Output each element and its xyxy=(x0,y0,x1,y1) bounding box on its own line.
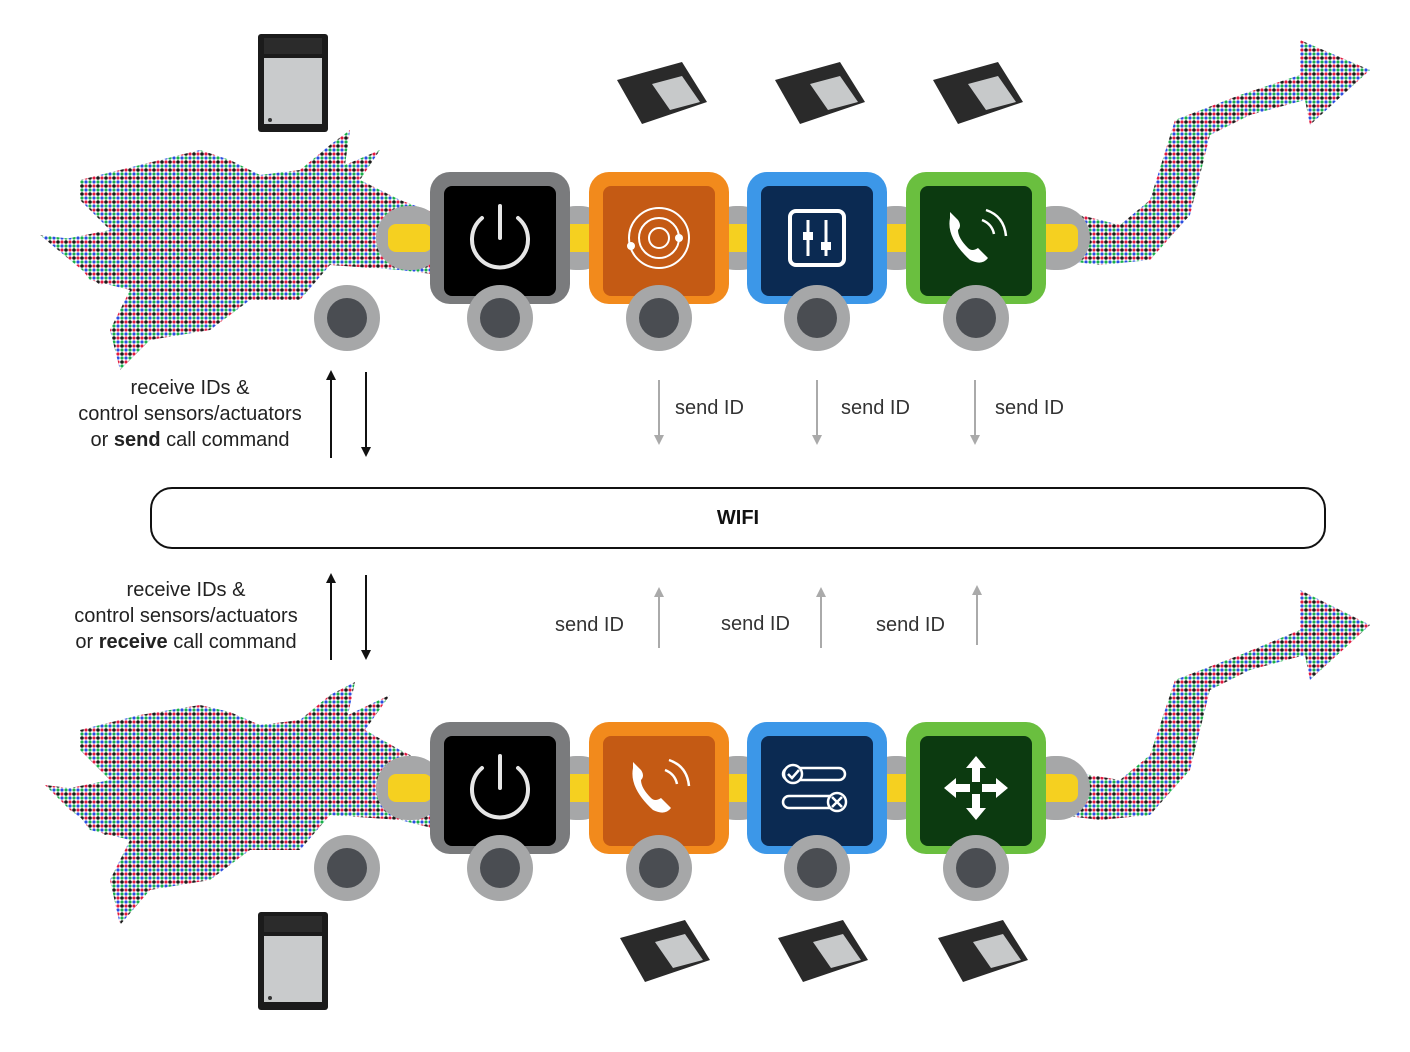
left-label-line1: receive IDs & xyxy=(130,377,250,399)
left-label-bottom: receive IDs & control sensors/actuators … xyxy=(36,577,336,655)
phone-call-icon xyxy=(949,208,1008,263)
send-id-label: send ID xyxy=(841,397,910,419)
module-orbit xyxy=(589,172,729,304)
phone-call-icon xyxy=(632,758,691,813)
wheel xyxy=(784,285,850,351)
send-id-label: send ID xyxy=(555,614,624,636)
send-id-label: send ID xyxy=(721,613,790,635)
wheel xyxy=(467,835,533,901)
left-label-line1: receive IDs & xyxy=(126,579,246,601)
sliders-icon xyxy=(788,209,846,267)
send-id-label: send ID xyxy=(876,614,945,636)
check-toggle-icon xyxy=(781,763,848,813)
wheel xyxy=(467,285,533,351)
esp8266-chip xyxy=(933,62,1023,124)
wheel xyxy=(943,285,1009,351)
esp32-module-bottom xyxy=(258,912,328,1010)
module-sliders xyxy=(747,172,887,304)
module-toggles xyxy=(747,722,887,854)
esp8266-chip xyxy=(778,920,868,982)
module-phone xyxy=(589,722,729,854)
module-power xyxy=(430,722,570,854)
power-icon xyxy=(470,754,530,820)
wheel xyxy=(314,285,380,351)
module-phone xyxy=(906,172,1046,304)
wheel xyxy=(626,835,692,901)
wheel xyxy=(626,285,692,351)
power-icon xyxy=(470,204,530,270)
connector-link xyxy=(376,756,444,820)
wifi-label: WIFI xyxy=(716,506,760,529)
left-label-bold: receive xyxy=(98,631,168,653)
esp8266-chip xyxy=(620,920,710,982)
left-label-line2: control sensors/actuators xyxy=(78,403,302,425)
wheel xyxy=(943,835,1009,901)
esp8266-chip xyxy=(938,920,1028,982)
move-arrows-icon xyxy=(944,756,1008,820)
wheel xyxy=(314,835,380,901)
wifi-bus: WIFI xyxy=(150,487,1326,549)
left-label-top: receive IDs & control sensors/actuators … xyxy=(40,375,340,453)
left-label-bold: send xyxy=(113,429,161,451)
module-move xyxy=(906,722,1046,854)
send-id-label: send ID xyxy=(995,397,1064,419)
esp8266-chip xyxy=(775,62,865,124)
esp32-module-top xyxy=(258,34,328,132)
module-power xyxy=(430,172,570,304)
connector-link xyxy=(376,206,444,270)
left-label-line2: control sensors/actuators xyxy=(74,605,298,627)
wheel xyxy=(784,835,850,901)
send-id-label: send ID xyxy=(675,397,744,419)
esp8266-chip xyxy=(617,62,707,124)
orbit-icon xyxy=(627,207,690,269)
